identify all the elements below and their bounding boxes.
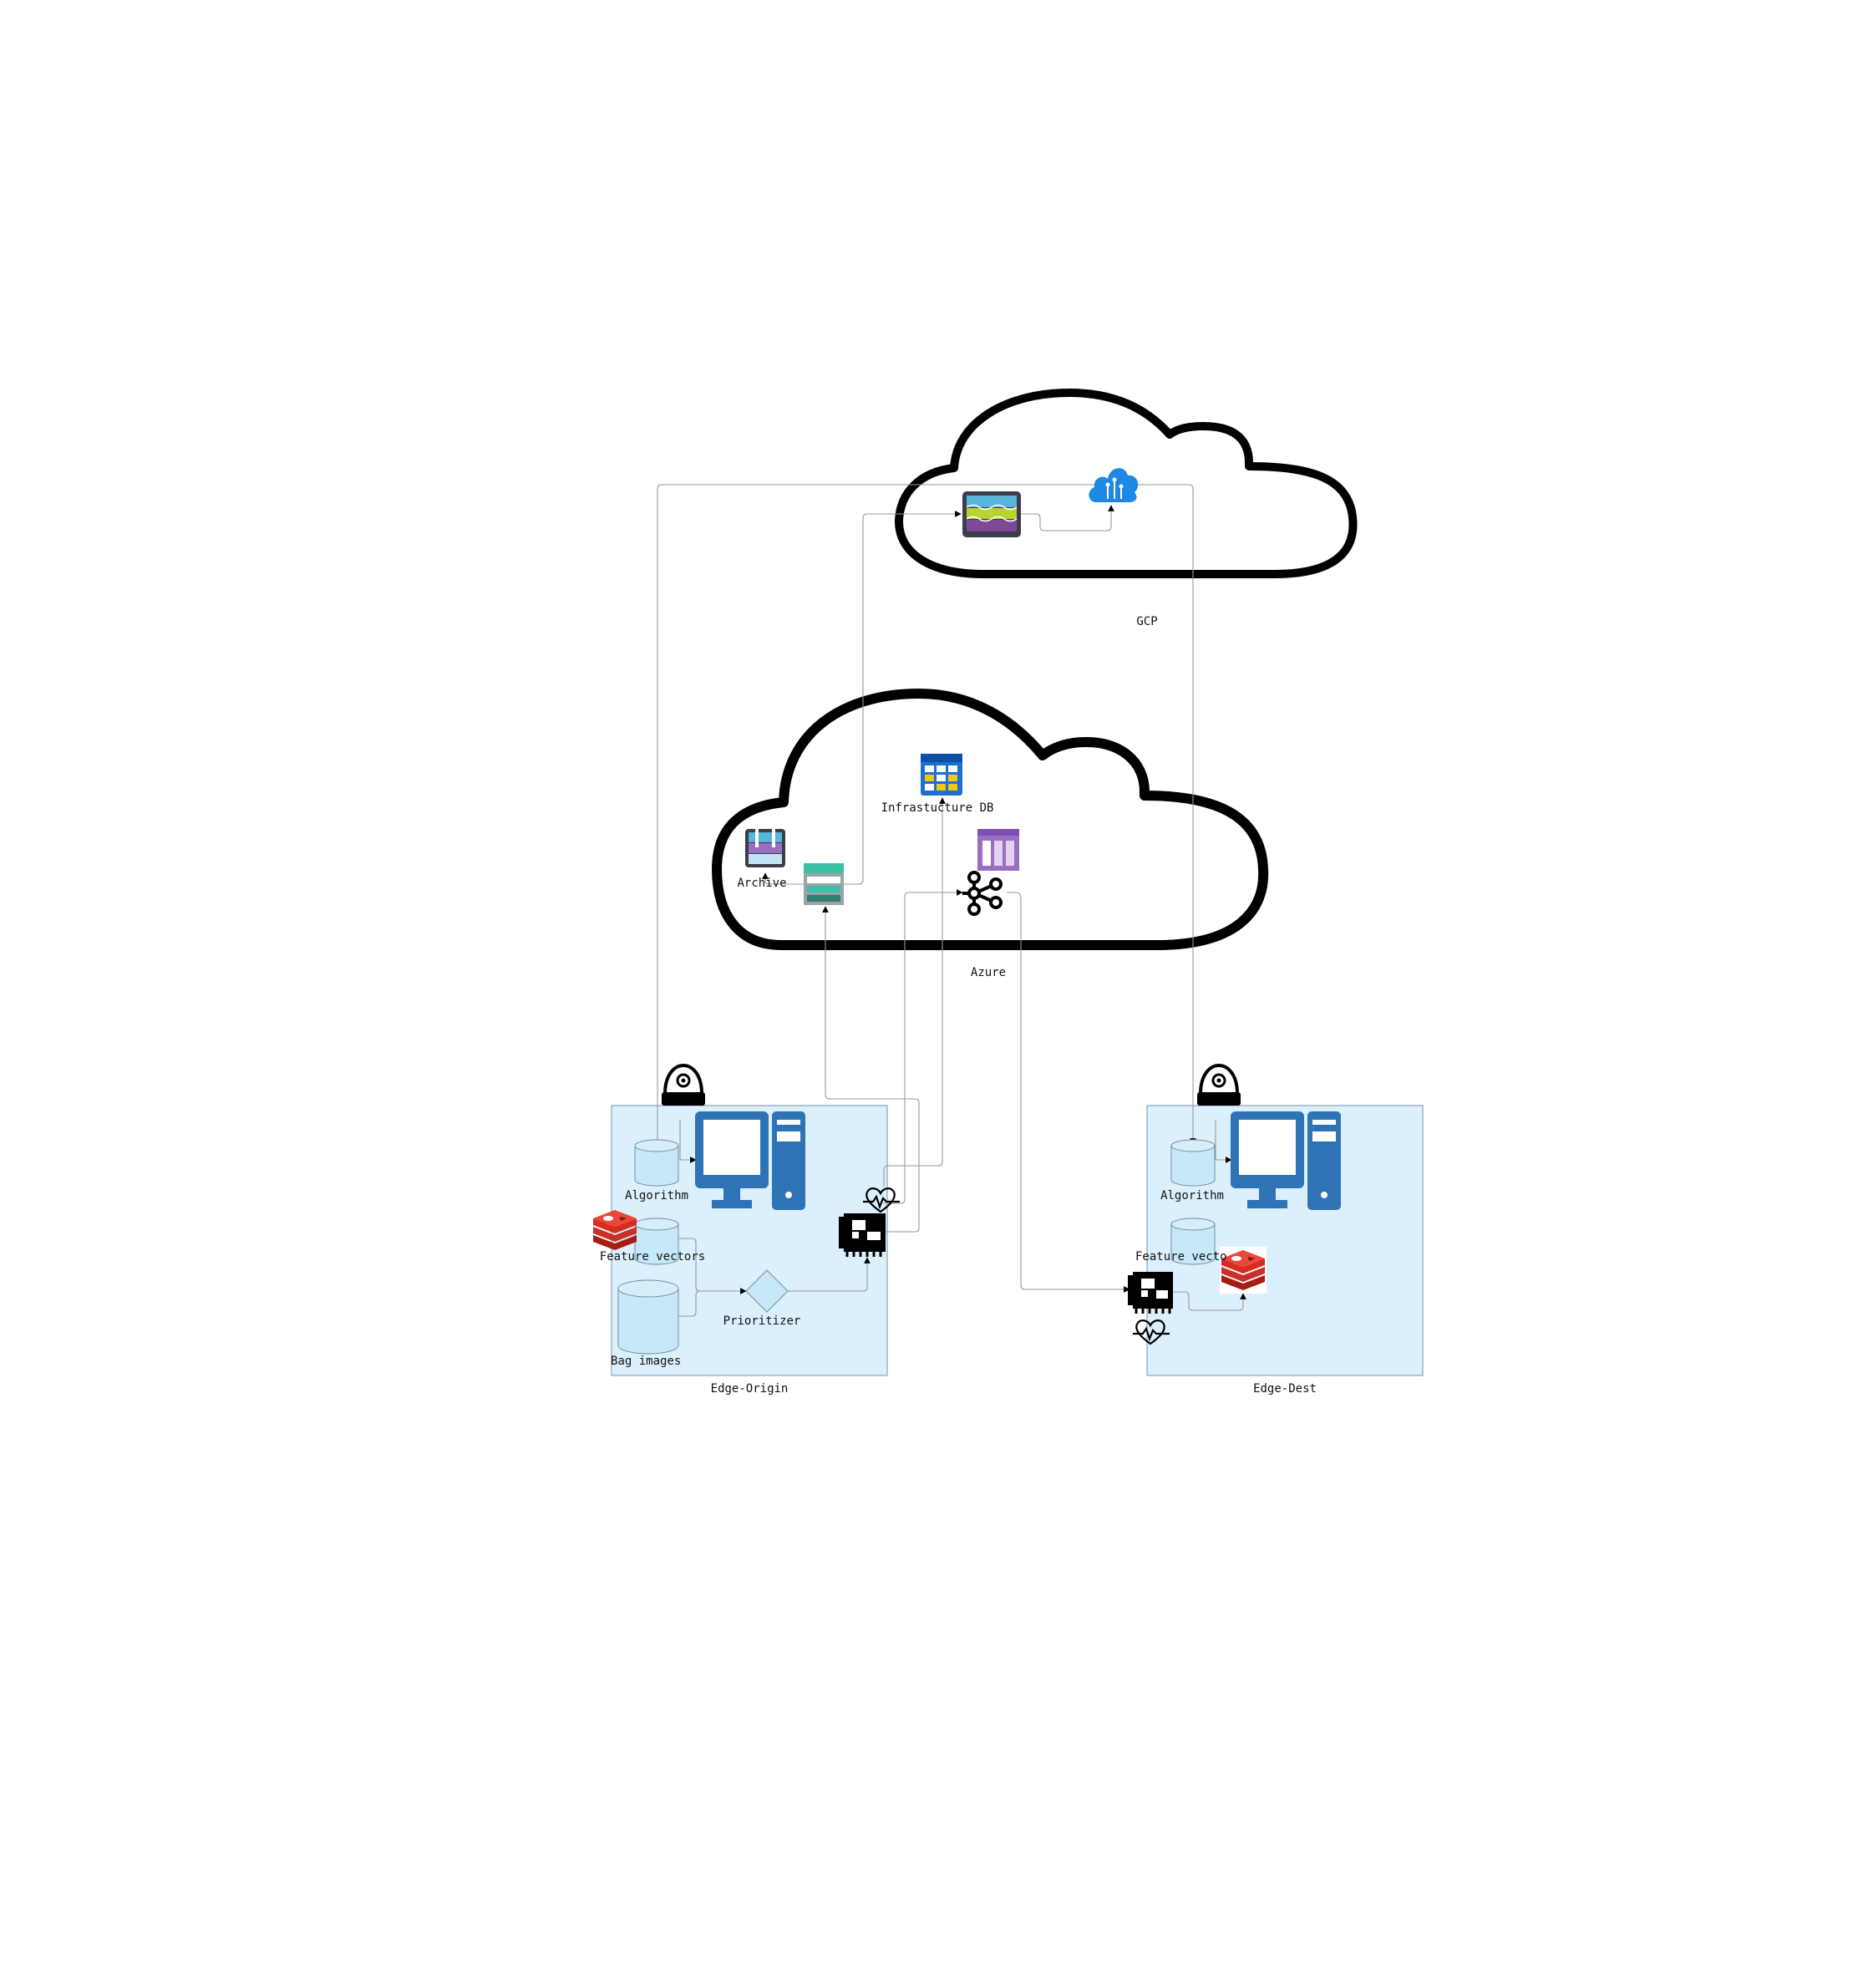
connector-netcard-to-infradb[interactable] [883, 797, 946, 1187]
origin-network-card-icon[interactable] [839, 1213, 886, 1257]
gcp-data-lake-icon[interactable] [962, 491, 1021, 537]
connector-dest-algorithm-to-computer[interactable] [1215, 1120, 1232, 1163]
connector-bagimages-to-prioritizer[interactable] [678, 1290, 701, 1317]
origin-feature-vectors-cylinder-icon[interactable] [634, 1218, 679, 1265]
event-hub-icon[interactable] [977, 829, 1019, 871]
connector-storage-to-archive[interactable] [762, 872, 804, 885]
kafka-icon[interactable] [962, 871, 1003, 916]
dest-algorithm-cylinder-icon[interactable] [1170, 1139, 1216, 1187]
connector-kafka-to-dest-netcard[interactable] [1007, 892, 1130, 1293]
origin-computer-icon[interactable] [695, 1111, 805, 1210]
dest-feature-vectors-cylinder-icon[interactable] [1170, 1218, 1216, 1265]
origin-heartbeat-icon[interactable] [863, 1187, 900, 1213]
connector-netcard-to-storage[interactable] [822, 906, 920, 1233]
origin-algorithm-label: Algorithm [625, 1189, 688, 1202]
ai-cloud-icon[interactable] [1089, 468, 1139, 502]
origin-feature-vectors-label: Feature vectors [599, 1250, 706, 1263]
edge-origin-label: Edge-Origin [710, 1382, 789, 1396]
origin-bag-images-label: Bag images [611, 1355, 682, 1368]
origin-algorithm-cylinder-icon[interactable] [634, 1139, 679, 1187]
connector-dest-netcard-to-redis[interactable] [1170, 1291, 1246, 1311]
origin-bag-images-cylinder-icon[interactable] [617, 1279, 679, 1355]
dest-redis-icon[interactable] [1220, 1247, 1267, 1294]
connector-origin-algorithm-to-computer[interactable] [679, 1120, 697, 1163]
archive-label: Archive [737, 877, 787, 890]
connector-origin-camera-dest-camera[interactable] [657, 484, 1196, 1145]
connector-netcard-to-kafka[interactable] [884, 889, 963, 1204]
table-storage-icon[interactable] [921, 754, 962, 796]
connector-prioritizer-to-netcard[interactable] [788, 1257, 871, 1292]
azure-cloud-label: Azure [970, 966, 1007, 979]
origin-camera-dome-icon[interactable] [662, 1063, 705, 1106]
infrastructure-db-label: Infrastucture DB [881, 801, 994, 815]
origin-prioritizer-label: Prioritizer [723, 1314, 801, 1328]
dest-network-card-icon[interactable] [1128, 1272, 1173, 1314]
dest-heartbeat-icon[interactable] [1133, 1319, 1170, 1345]
connector-storage-to-datalake[interactable] [844, 511, 962, 885]
connectors [657, 484, 1246, 1317]
origin-redis-icon[interactable] [593, 1210, 637, 1250]
origin-prioritizer-decision-diamond-icon[interactable] [745, 1269, 789, 1313]
dest-camera-dome-icon[interactable] [1197, 1063, 1241, 1106]
dest-feature-vectors-label: Feature vecto [1135, 1250, 1227, 1263]
connector-datalake-to-ai[interactable] [1021, 505, 1114, 531]
edge-dest-label: Edge-Dest [1253, 1382, 1317, 1396]
dest-computer-icon[interactable] [1231, 1111, 1341, 1210]
dest-algorithm-label: Algorithm [1160, 1189, 1224, 1202]
gcp-cloud-label: GCP [1136, 615, 1158, 628]
storage-account-icon[interactable] [804, 863, 844, 905]
azure-cloud-shape[interactable] [712, 689, 1269, 950]
blob-archive-icon[interactable] [745, 829, 785, 867]
